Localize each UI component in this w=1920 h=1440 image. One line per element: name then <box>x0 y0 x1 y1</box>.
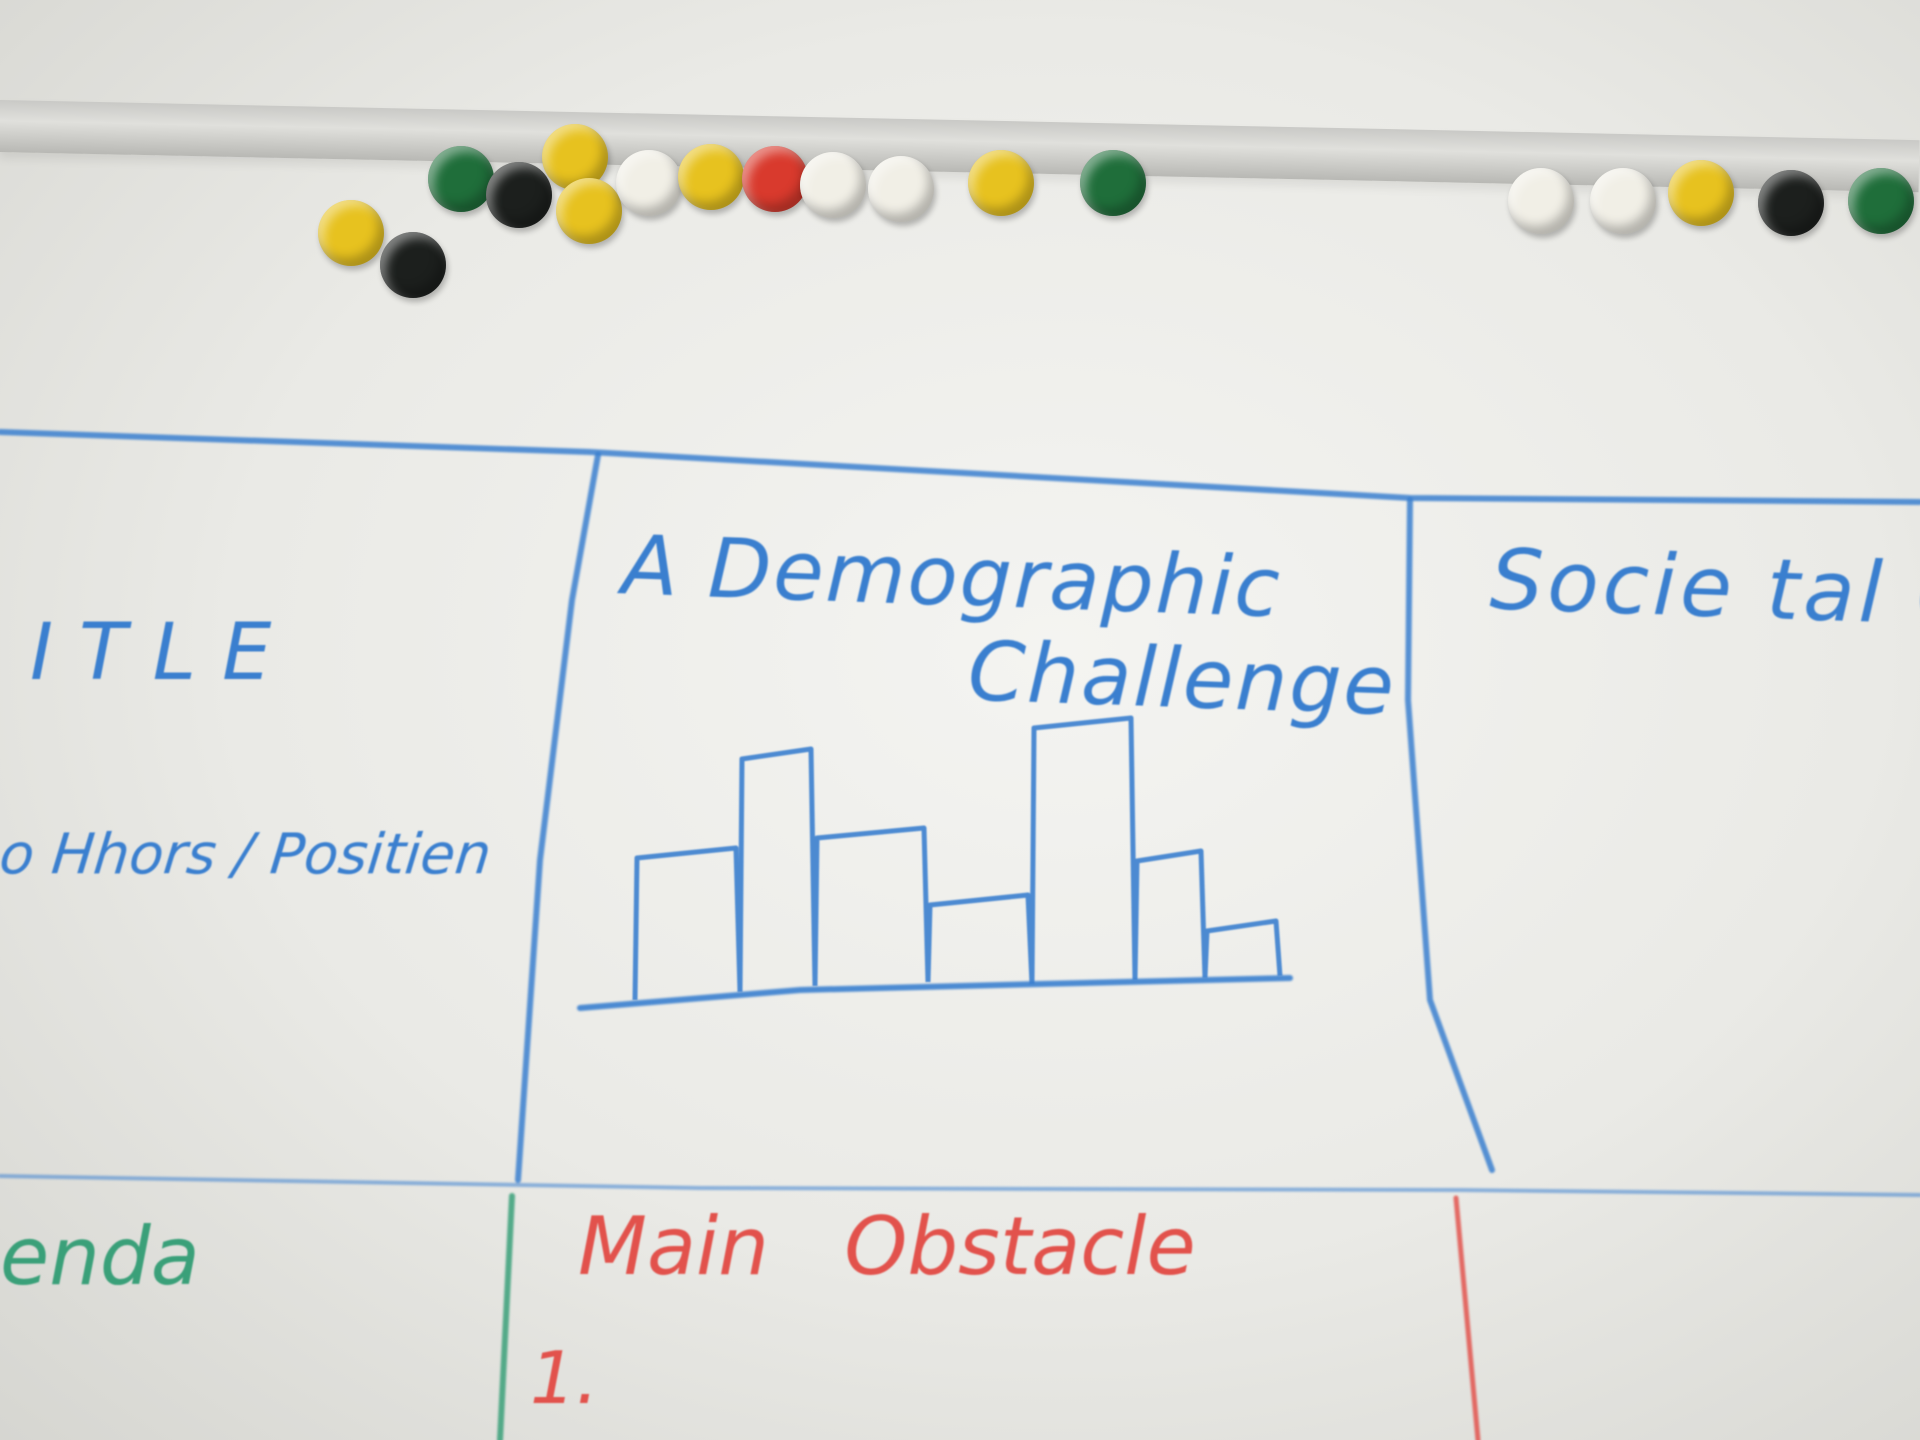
grid-line-vertical-1 <box>515 452 601 1183</box>
magnet-black[interactable] <box>1758 170 1824 236</box>
sketch-bar <box>1132 848 1208 981</box>
magnet-white[interactable] <box>800 152 866 218</box>
magnet-black[interactable] <box>486 162 552 228</box>
sketch-bar <box>1029 715 1138 985</box>
chart-baseline <box>577 975 1293 1011</box>
magnet-white[interactable] <box>616 150 682 216</box>
sketch-bar <box>812 825 931 987</box>
sketch-bar <box>737 746 818 993</box>
cell-title-left: ITLE <box>30 608 298 698</box>
magnet-white[interactable] <box>1508 168 1574 234</box>
cell-title-center-line2: Challenge <box>966 624 1398 735</box>
cell-title-left-bottom: enda <box>0 1210 200 1303</box>
magnet-green[interactable] <box>428 146 494 212</box>
magnet-green[interactable] <box>1080 150 1146 216</box>
magnet-yellow[interactable] <box>1668 160 1734 226</box>
magnet-yellow[interactable] <box>318 200 384 266</box>
sketch-bar <box>925 892 1035 985</box>
grid-line-vertical-2 <box>1405 497 1495 1173</box>
grid-line-vertical-3 <box>497 1193 515 1440</box>
cell-item-1: 1. <box>530 1336 599 1420</box>
sketch-bar <box>632 845 743 1001</box>
grid-line-middle <box>0 1174 1920 1197</box>
magnet-yellow[interactable] <box>678 144 744 210</box>
magnet-yellow[interactable] <box>968 150 1034 216</box>
grid-line-vertical-4 <box>1453 1195 1481 1440</box>
sketch-bar <box>1202 918 1283 979</box>
grid-line-top <box>0 429 1920 505</box>
magnet-white[interactable] <box>1590 168 1656 234</box>
magnet-green[interactable] <box>1848 168 1914 234</box>
magnet-yellow[interactable] <box>556 178 622 244</box>
magnet-red[interactable] <box>742 146 808 212</box>
magnet-black[interactable] <box>380 232 446 298</box>
cell-subtitle-left: o Hhors / Positien <box>0 822 495 887</box>
cell-title-right: Socie tal Ch <box>1488 530 1920 648</box>
magnet-white[interactable] <box>868 156 934 222</box>
cell-title-center-bottom: Main Obstacle <box>578 1200 1196 1293</box>
